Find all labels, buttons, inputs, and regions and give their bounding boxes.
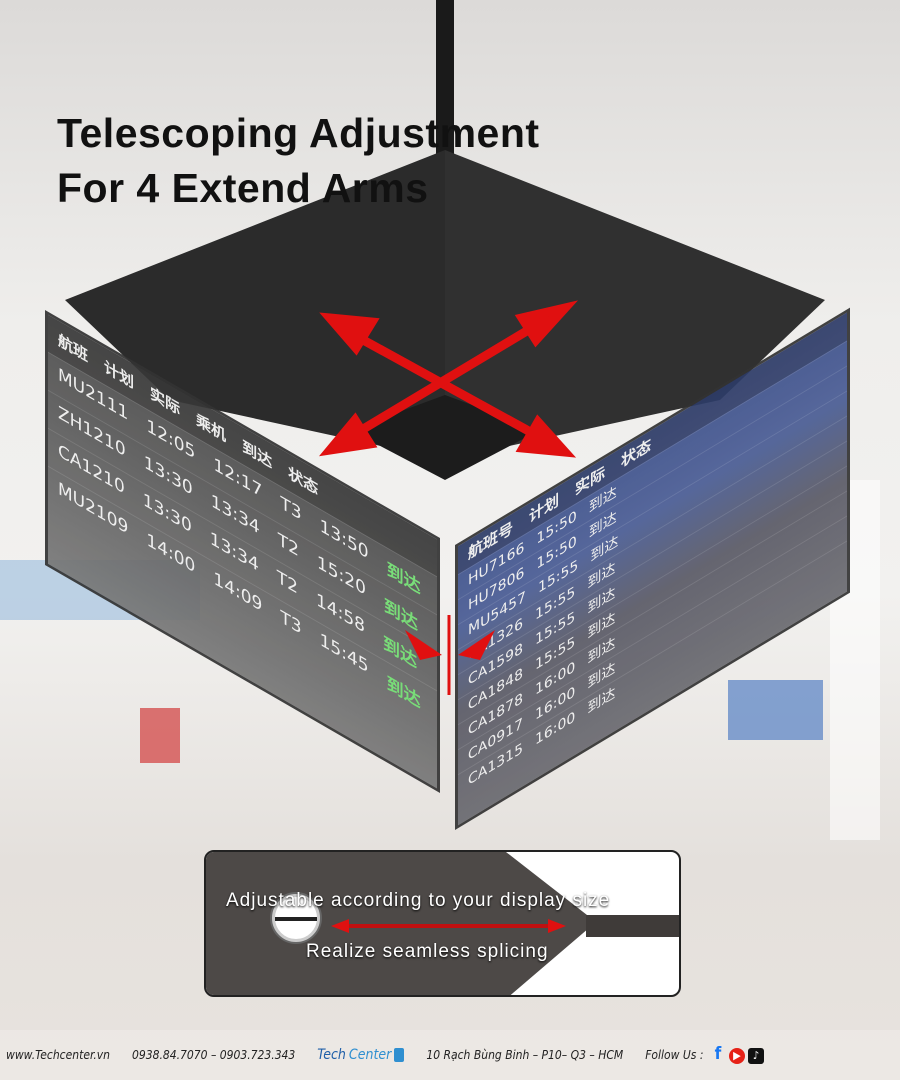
footer-bar: www.Techcenter.vn 0938.84.7070 – 0903.72… bbox=[0, 1030, 900, 1080]
tiktok-icon[interactable]: ♪ bbox=[747, 1047, 764, 1064]
extension-arm bbox=[586, 915, 679, 937]
website-link[interactable]: www.Techcenter.vn bbox=[6, 1048, 110, 1062]
facebook-icon[interactable]: f bbox=[714, 1044, 722, 1065]
red-cross-arrows bbox=[318, 300, 578, 458]
inset-caption-1: Adjustable according to your display siz… bbox=[226, 890, 611, 911]
headline: Telescoping Adjustment For 4 Extend Arms bbox=[57, 106, 540, 216]
mount-plate bbox=[206, 852, 596, 995]
seam-arrows bbox=[405, 615, 495, 695]
mount-hole bbox=[272, 894, 320, 942]
follow-us: Follow Us : f▶♪ bbox=[645, 1044, 764, 1065]
double-arrow-icon bbox=[331, 919, 566, 933]
phone-numbers: 0938.84.7070 – 0903.723.343 bbox=[131, 1048, 296, 1062]
youtube-icon[interactable]: ▶ bbox=[728, 1047, 745, 1064]
headline-line-1: Telescoping Adjustment bbox=[57, 110, 540, 156]
headline-line-2: For 4 Extend Arms bbox=[57, 165, 429, 211]
address: 10 Rạch Bùng Binh – P10– Q3 – HCM bbox=[426, 1048, 624, 1062]
inset-caption-2: Realize seamless splicing bbox=[306, 941, 549, 962]
adjustment-detail-inset: Adjustable according to your display siz… bbox=[204, 850, 681, 997]
